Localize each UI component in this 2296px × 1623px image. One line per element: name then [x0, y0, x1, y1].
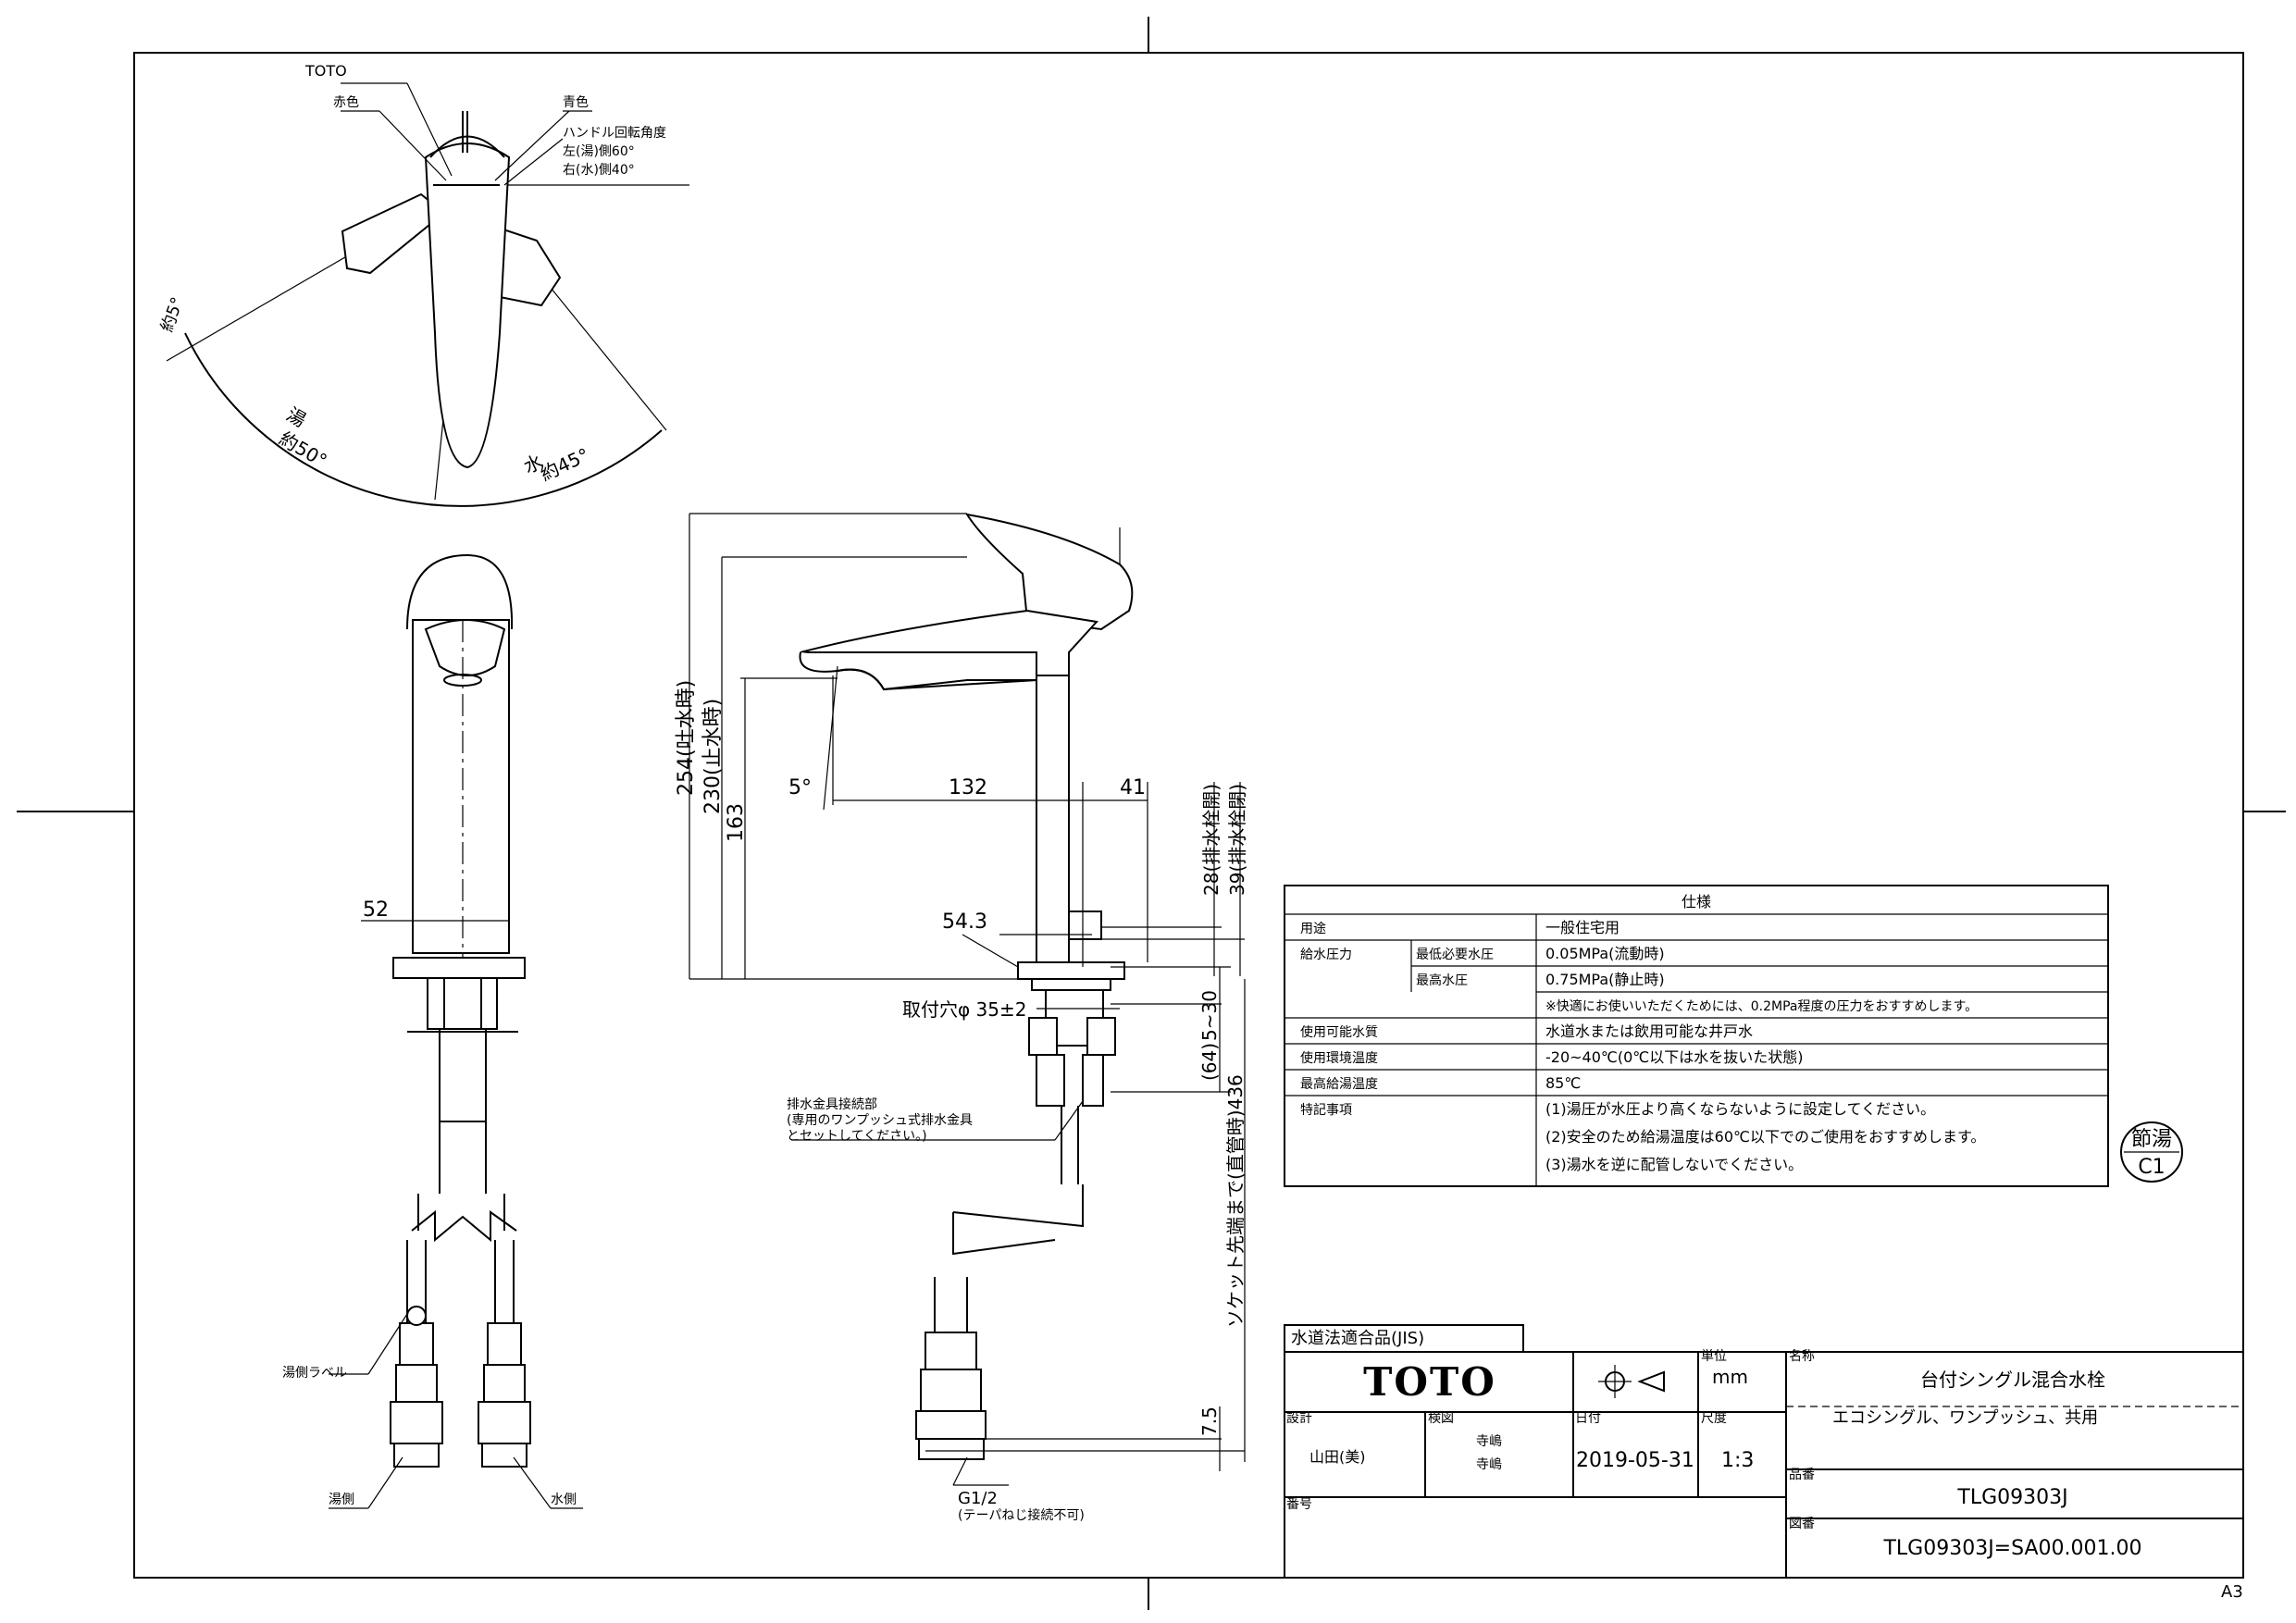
handle-angle-title: ハンドル回転角度 — [563, 126, 666, 141]
handle-angle-cold: 右(水)側40° — [563, 163, 635, 178]
dim-5-30: 5~30 — [1198, 990, 1221, 1041]
drain-note-2: (専用のワンプッシュ式排水金具 — [787, 1113, 973, 1128]
spec-row-7-label: 最高給湯温度 — [1300, 1076, 1378, 1092]
spec-row-5-label: 使用可能水質 — [1300, 1024, 1378, 1040]
cold-side-callout: 水側 — [551, 1493, 577, 1507]
checker-2: 寺嶋 — [1476, 1457, 1502, 1472]
toto-logo: TOTO — [1363, 1359, 1496, 1405]
hot-angle: 約50° — [276, 427, 331, 473]
blue-mark-callout: 青色 — [563, 94, 589, 110]
number-label: 番号 — [1286, 1497, 1312, 1512]
design-label: 設計 — [1286, 1411, 1312, 1426]
spec-row-2-sub: 最低必要水圧 — [1416, 948, 1494, 962]
spec-row-6-value: -20~40℃(0℃以下は水を抜いた状態) — [1545, 1048, 1804, 1066]
model-number: TLG09303J — [1956, 1486, 2067, 1509]
spec-row-1-label: 用途 — [1300, 921, 1326, 936]
product-name: 台付シングル混合水栓 — [1920, 1369, 2105, 1391]
spec-row-1-value: 一般住宅用 — [1545, 919, 1620, 936]
title-block — [1284, 1324, 2244, 1579]
model-label: 品番 — [1789, 1468, 1815, 1482]
side-view — [689, 513, 1246, 1486]
angle-5: 5° — [788, 776, 812, 799]
thread-note: (テーパねじ接続不可) — [958, 1507, 1085, 1523]
jis-label: 水道法適合品(JIS) — [1291, 1329, 1424, 1348]
badge-top: 節湯 — [2131, 1128, 2172, 1151]
dim-39: 39(排水栓閉) — [1226, 784, 1248, 896]
checker-1: 寺嶋 — [1476, 1434, 1502, 1449]
unit-value: mm — [1712, 1366, 1748, 1388]
check-label: 検図 — [1428, 1411, 1454, 1426]
spec-row-3-value: 0.75MPa(静止時) — [1545, 971, 1665, 988]
dim-54-3: 54.3 — [942, 911, 987, 934]
drain-note-1: 排水金具接続部 — [787, 1096, 877, 1112]
product-subname: エコシングル、ワンプッシュ、共用 — [1832, 1408, 2098, 1428]
spec-table — [1284, 885, 2109, 1187]
spec-row-7-value: 85℃ — [1545, 1074, 1581, 1092]
spec-row-3-sub: 最高水圧 — [1416, 973, 1468, 988]
date-label: 日付 — [1575, 1411, 1601, 1426]
spec-row-8-label: 特記事項 — [1300, 1102, 1352, 1118]
spec-row-9-value: (2)安全のため給湯温度は60℃以下でのご使用をおすすめします。 — [1545, 1128, 1985, 1146]
stop-angle: 約5° — [157, 294, 188, 334]
spec-row-5-value: 水道水または飲用可能な井戸水 — [1545, 1022, 1753, 1040]
designer: 山田(美) — [1309, 1448, 1366, 1466]
top-view — [166, 82, 689, 507]
spec-row-4-value: ※快適にお使いいただくためには、0.2MPa程度の圧力をおすすめします。 — [1545, 998, 1978, 1014]
front-width-dim: 52 — [363, 898, 389, 922]
dim-436: ソケット先端まで(直管時)436 — [1224, 1074, 1247, 1328]
spec-row-8-value: (1)湯圧が水圧より高くならないように設定してください。 — [1545, 1100, 1935, 1118]
badge-bottom: C1 — [2138, 1156, 2165, 1179]
date-value: 2019-05-31 — [1576, 1449, 1694, 1472]
spec-row-6-label: 使用環境温度 — [1300, 1050, 1378, 1066]
scale-label: 尺度 — [1701, 1411, 1727, 1426]
drawing-number: TLG09303J=SA00.001.00 — [1882, 1537, 2141, 1560]
hot-side-callout: 湯側 — [329, 1492, 354, 1507]
water-saving-badge — [2120, 1121, 2183, 1183]
handle-angle-hot: 左(湯)側60° — [563, 143, 635, 159]
dim-41: 41 — [1120, 776, 1146, 799]
drawing-no-label: 図番 — [1789, 1517, 1815, 1531]
spec-row-2-value: 0.05MPa(流動時) — [1545, 945, 1665, 962]
dim-64: (64) — [1198, 1043, 1221, 1081]
spec-title: 仕様 — [1682, 893, 1711, 911]
mounting-hole: 取付穴φ 35±2 — [902, 998, 1026, 1021]
scale-value: 1:3 — [1721, 1449, 1754, 1472]
drain-note-3: とセットしてください。) — [787, 1129, 927, 1144]
drawing-frame — [17, 17, 2286, 1610]
spec-row-10-value: (3)湯水を逆に配管しないでください。 — [1545, 1156, 1803, 1173]
dim-163: 163 — [725, 803, 748, 842]
dim-7-5: 7.5 — [1198, 1406, 1221, 1436]
red-mark-callout: 赤色 — [333, 94, 359, 110]
dim-230: 230(止水時) — [701, 699, 725, 814]
dim-254: 254(吐水時) — [675, 680, 698, 796]
dim-28: 28(排水栓開) — [1200, 784, 1222, 896]
sheet-size: A3 — [2221, 1582, 2243, 1602]
brand-callout: TOTO — [304, 62, 347, 80]
front-view — [329, 553, 583, 1509]
unit-label: 単位 — [1701, 1349, 1727, 1364]
spec-row-2-label: 給水圧力 — [1300, 948, 1352, 962]
dim-132: 132 — [949, 776, 987, 799]
name-label: 名称 — [1789, 1349, 1815, 1364]
thread-spec: G1/2 — [958, 1489, 998, 1508]
hot-label-tag: 湯側ラベル — [282, 1365, 347, 1381]
